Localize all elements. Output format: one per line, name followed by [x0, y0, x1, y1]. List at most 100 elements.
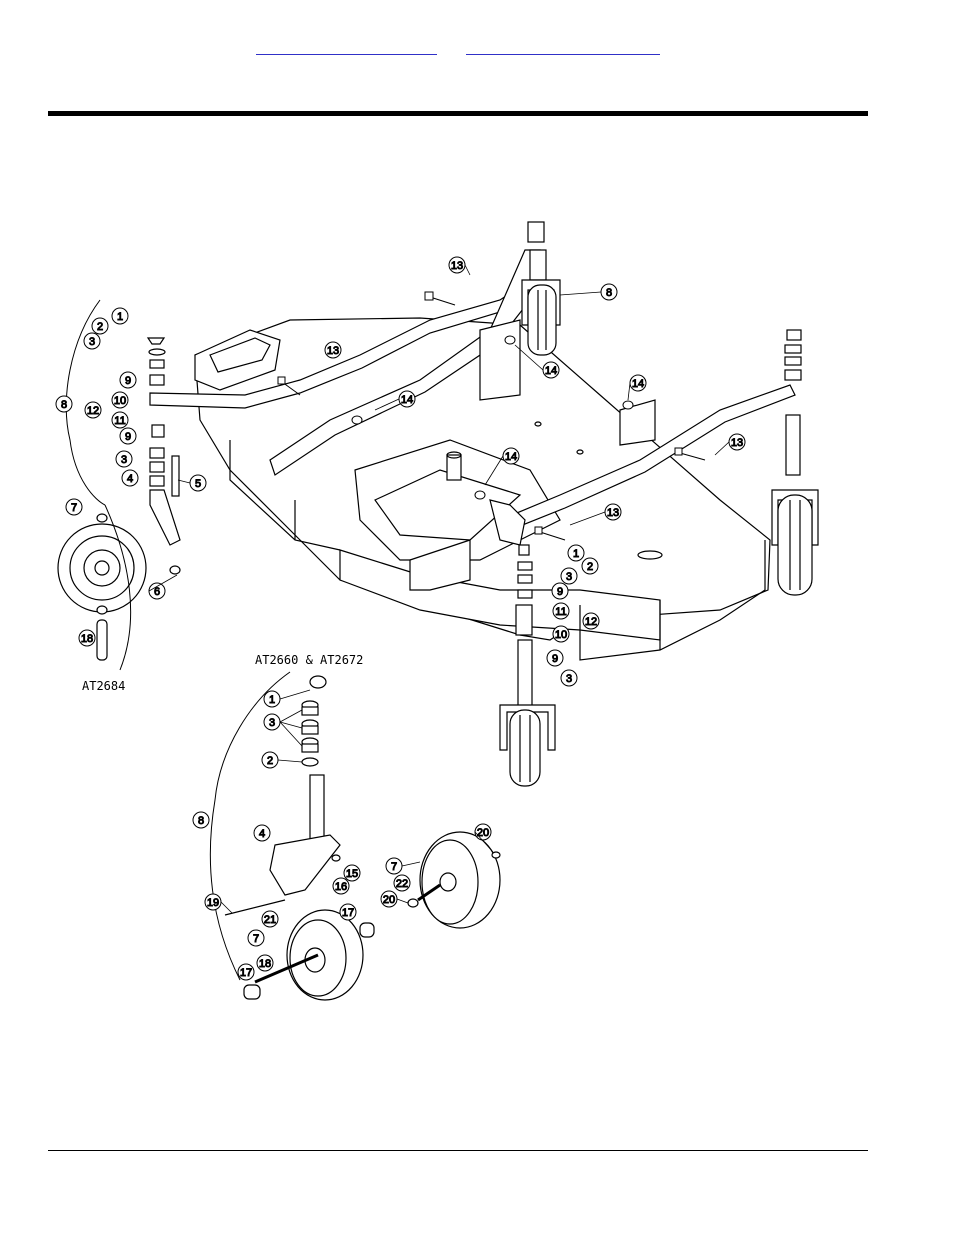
mower-deck: [194, 317, 771, 661]
svg-text:7: 7: [253, 933, 259, 945]
callout: 4: [253, 824, 271, 842]
footer-rule: [48, 1150, 868, 1151]
callout: 1: [111, 307, 129, 325]
callout: 14: [629, 374, 647, 392]
callout: 15: [343, 864, 361, 882]
callout: 3: [263, 713, 281, 731]
svg-text:21: 21: [264, 914, 276, 926]
callout: 9: [546, 649, 564, 667]
callout: 13: [448, 256, 466, 274]
svg-text:2: 2: [587, 561, 593, 573]
svg-text:5: 5: [195, 478, 201, 490]
svg-text:12: 12: [585, 616, 597, 628]
svg-text:1: 1: [269, 694, 275, 706]
svg-text:9: 9: [125, 431, 131, 443]
svg-text:3: 3: [566, 571, 572, 583]
nav-link-2[interactable]: [466, 42, 660, 55]
callout: 17: [339, 903, 357, 921]
deck-frame: [149, 249, 796, 591]
svg-text:19: 19: [207, 897, 219, 909]
callout: 14: [542, 361, 560, 379]
callout: 20: [380, 890, 398, 908]
svg-text:18: 18: [81, 633, 93, 645]
callout: 22: [393, 874, 411, 892]
svg-text:9: 9: [552, 653, 558, 665]
svg-text:13: 13: [451, 260, 463, 272]
svg-text:2: 2: [97, 321, 103, 333]
callout: 17: [237, 963, 255, 981]
callouts-lower: 1 3 2 8 4 15 16 19 21 7 17 18 17 20 7 22…: [192, 690, 492, 981]
callout: 2: [91, 317, 109, 335]
callout: 1: [567, 544, 585, 562]
svg-text:10: 10: [555, 629, 567, 641]
header-rule: [48, 111, 868, 116]
svg-text:11: 11: [555, 606, 566, 618]
callout: 3: [83, 332, 101, 350]
svg-text:1: 1: [573, 548, 579, 560]
callout: 1: [263, 690, 281, 708]
callout: 7: [385, 857, 403, 875]
callout: 7: [65, 498, 83, 516]
leader-brackets: [65, 299, 291, 981]
svg-text:22: 22: [396, 878, 408, 890]
callout: 2: [581, 557, 599, 575]
svg-text:8: 8: [61, 399, 67, 411]
svg-text:10: 10: [114, 395, 126, 407]
solid-wheel: [407, 831, 501, 929]
nav-link-1[interactable]: [256, 42, 437, 55]
svg-text:14: 14: [632, 378, 644, 390]
caster-at2684: [57, 337, 181, 661]
svg-text:3: 3: [566, 673, 572, 685]
callout: 11: [552, 602, 570, 620]
svg-text:13: 13: [731, 437, 743, 449]
svg-text:17: 17: [342, 907, 354, 919]
svg-text:20: 20: [477, 827, 489, 839]
callout: 13: [324, 341, 342, 359]
svg-text:15: 15: [346, 868, 358, 880]
svg-text:17: 17: [240, 967, 252, 979]
svg-text:3: 3: [121, 454, 127, 466]
svg-text:7: 7: [391, 861, 397, 873]
callout-leaders: [148, 264, 730, 914]
callout: 6: [148, 582, 166, 600]
svg-text:4: 4: [259, 828, 265, 840]
svg-text:2: 2: [267, 755, 273, 767]
callout: 8: [600, 283, 618, 301]
callout: 11: [111, 411, 129, 429]
callouts-main: 1 2 3 8 9 10 11 12 9 3 4 5 7 6 18 13 13 …: [55, 256, 746, 687]
svg-text:6: 6: [154, 586, 160, 598]
model-label-at2684: AT2684: [82, 679, 125, 693]
callout: 13: [604, 503, 622, 521]
callout: 7: [247, 929, 265, 947]
callout: 4: [121, 469, 139, 487]
svg-text:13: 13: [327, 345, 339, 357]
callout: 9: [551, 582, 569, 600]
model-label-at2660-at2672: AT2660 & AT2672: [255, 653, 363, 667]
callout: 18: [256, 954, 274, 972]
callout: 16: [332, 877, 350, 895]
caster-at2660-at2672: [224, 675, 375, 1001]
callout: 3: [115, 450, 133, 468]
callout: 14: [398, 390, 416, 408]
svg-text:4: 4: [127, 473, 133, 485]
callout: 10: [111, 391, 129, 409]
callout: 14: [502, 447, 520, 465]
callout: 13: [728, 433, 746, 451]
svg-text:18: 18: [259, 958, 271, 970]
svg-text:20: 20: [383, 894, 395, 906]
svg-text:9: 9: [557, 586, 563, 598]
svg-text:12: 12: [87, 405, 99, 417]
callout: 19: [204, 893, 222, 911]
svg-text:8: 8: [198, 815, 204, 827]
svg-text:8: 8: [606, 287, 612, 299]
callout: 5: [189, 474, 207, 492]
caster-front-right: [771, 329, 819, 596]
svg-text:16: 16: [335, 881, 347, 893]
svg-text:1: 1: [117, 311, 123, 323]
callout: 8: [192, 811, 210, 829]
svg-text:7: 7: [71, 502, 77, 514]
bolts: [277, 291, 706, 541]
callout: 21: [261, 910, 279, 928]
callout: 9: [119, 427, 137, 445]
